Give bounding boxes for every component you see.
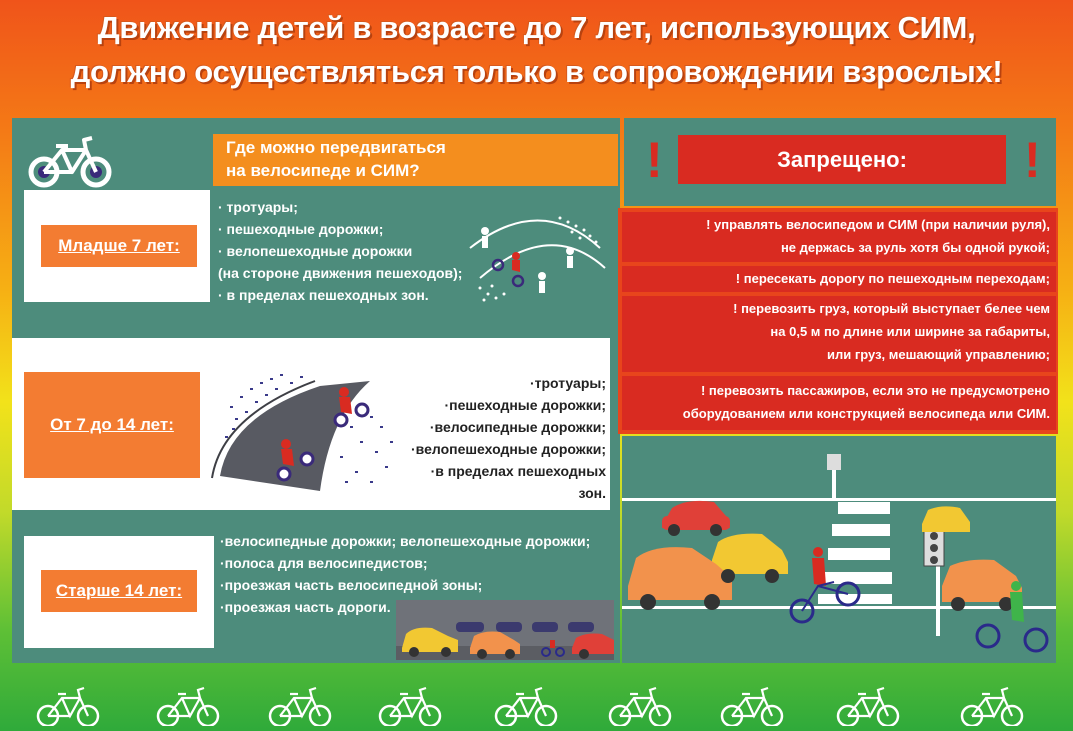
question-line-1: Где можно передвигаться xyxy=(226,138,446,157)
question-text: Где можно передвигаться на велосипеде и … xyxy=(226,136,446,182)
rule-line: не держась за руль хотя бы одной рукой; xyxy=(780,240,1050,255)
list-item: ·тротуары; xyxy=(529,375,606,391)
list-item: ·велосипедные дорожки; велопешеходные до… xyxy=(220,533,591,549)
list-item: · велопешеходные дорожки xyxy=(218,243,413,259)
bicycle-icon xyxy=(960,686,1024,726)
rule-line: ! пересекать дорогу по пешеходным перехо… xyxy=(735,271,1050,286)
list-item: · в пределах пешеходных зон. xyxy=(218,287,429,303)
question-line-2: на велосипеде и СИМ? xyxy=(226,161,420,180)
age-label-under7: Младше 7 лет: xyxy=(41,225,197,267)
title-line-1: Движение детей в возрасте до 7 лет, испо… xyxy=(97,10,976,45)
list-under7: · тротуары; · пешеходные дорожки; · вело… xyxy=(218,196,462,306)
rule-line: или груз, мешающий управлению; xyxy=(826,347,1050,362)
bicycle-icon xyxy=(28,136,112,188)
bicycle-icon xyxy=(494,686,558,726)
age-label-7to14: От 7 до 14 лет: xyxy=(24,372,200,478)
exclamation-right: ! xyxy=(1024,132,1041,188)
list-item: · пешеходные дорожки; xyxy=(218,221,384,237)
bicycle-icon xyxy=(836,686,900,726)
list-7to14: ·тротуары; ·пешеходные дорожки; ·велосип… xyxy=(400,372,606,504)
rule-1: ! управлять велосипедом и СИМ (при налич… xyxy=(622,212,1056,262)
rule-line: ! управлять велосипедом и СИМ (при налич… xyxy=(706,217,1050,232)
age-label-over14: Старше 14 лет: xyxy=(41,570,197,612)
exclamation-left: ! xyxy=(646,132,663,188)
list-item: (на стороне движения пешеходов); xyxy=(218,265,463,281)
rule-line: ! перевозить пассажиров, если это не пре… xyxy=(700,383,1050,398)
traffic-illustration xyxy=(396,600,614,660)
list-item: ·полоса для велосипедистов; xyxy=(220,555,428,571)
title-line-2: должно осуществляться только в сопровожд… xyxy=(70,54,1003,89)
rule-line: оборудованием или конструкцией велосипед… xyxy=(682,406,1050,421)
pedestrian-path-illustration xyxy=(469,216,606,302)
bicycle-icon xyxy=(36,686,100,726)
rule-line: ! перевозить груз, который выступает бел… xyxy=(733,301,1050,316)
list-item: ·велопешеходные дорожки; xyxy=(411,441,606,457)
list-item: · тротуары; xyxy=(218,199,298,215)
street-scene-illustration xyxy=(622,454,1056,653)
bicycle-icon xyxy=(378,686,442,726)
rule-3: ! перевозить груз, который выступает бел… xyxy=(622,296,1056,372)
bicycle-icon xyxy=(720,686,784,726)
question-box xyxy=(213,134,618,186)
list-item: ·проезжая часть дороги. xyxy=(220,599,391,615)
rule-2: ! пересекать дорогу по пешеходным перехо… xyxy=(622,266,1056,292)
bicycle-icon xyxy=(156,686,220,726)
forbidden-header: Запрещено: xyxy=(678,135,1006,184)
bicycle-icon xyxy=(268,686,332,726)
bicycle-pattern xyxy=(36,686,1024,726)
page-title: Движение детей в возрасте до 7 лет, испо… xyxy=(0,6,1073,94)
bicycle-icon xyxy=(608,686,672,726)
list-over14: ·велосипедные дорожки; велопешеходные до… xyxy=(220,530,590,618)
list-item: ·пешеходные дорожки; xyxy=(444,397,606,413)
rule-line: на 0,5 м по длине или ширине за габариты… xyxy=(770,324,1050,339)
list-item: ·проезжая часть велосипедной зоны; xyxy=(220,577,483,593)
rule-4: ! перевозить пассажиров, если это не пре… xyxy=(622,376,1056,430)
bike-road-illustration xyxy=(211,374,393,491)
list-item: ·велосипедные дорожки; xyxy=(429,419,606,435)
list-item: ·в пределах пешеходных зон. xyxy=(430,463,606,501)
street-scene xyxy=(622,436,1056,663)
bottom-bicycle-decoration xyxy=(0,676,1073,726)
